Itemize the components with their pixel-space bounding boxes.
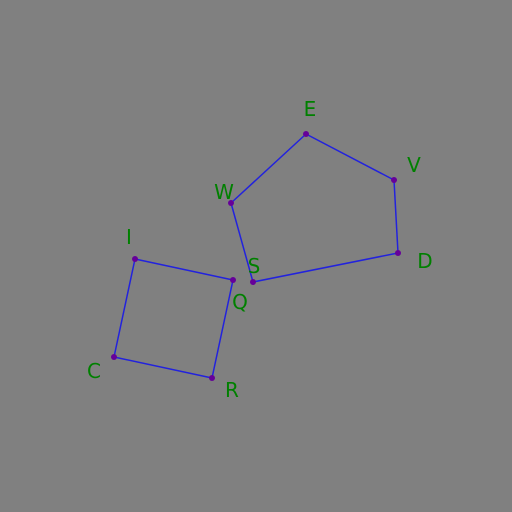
label-s: S	[248, 254, 261, 278]
label-v: V	[407, 153, 421, 177]
edge-s-w	[230, 202, 254, 283]
vertex-i	[132, 256, 138, 262]
label-w: W	[214, 180, 234, 204]
label-i: I	[126, 225, 132, 249]
edge-v-d	[393, 179, 399, 254]
quadrilateral-iqrc	[113, 258, 234, 379]
edge-d-s	[252, 252, 399, 283]
edge-r-c	[113, 356, 213, 379]
label-r: R	[225, 378, 239, 402]
edge-c-i	[113, 258, 136, 358]
vertex-r	[209, 375, 215, 381]
label-d: D	[417, 249, 432, 273]
edge-q-r	[211, 279, 234, 379]
vertex-v	[391, 177, 397, 183]
label-q: Q	[232, 290, 248, 314]
vertex-c	[111, 354, 117, 360]
vertex-labels: E V D S W I Q R C	[87, 97, 433, 402]
vertex-e	[303, 131, 309, 137]
edge-e-v	[305, 133, 395, 181]
label-e: E	[304, 97, 317, 121]
vertex-q	[230, 277, 236, 283]
vertex-w	[228, 200, 234, 206]
vertex-s	[250, 279, 256, 285]
edge-i-q	[134, 258, 234, 281]
edge-w-e	[230, 133, 307, 204]
vertex-d	[395, 250, 401, 256]
vertices	[111, 131, 401, 381]
label-c: C	[87, 359, 101, 383]
pentagon-evdsw	[230, 133, 399, 283]
